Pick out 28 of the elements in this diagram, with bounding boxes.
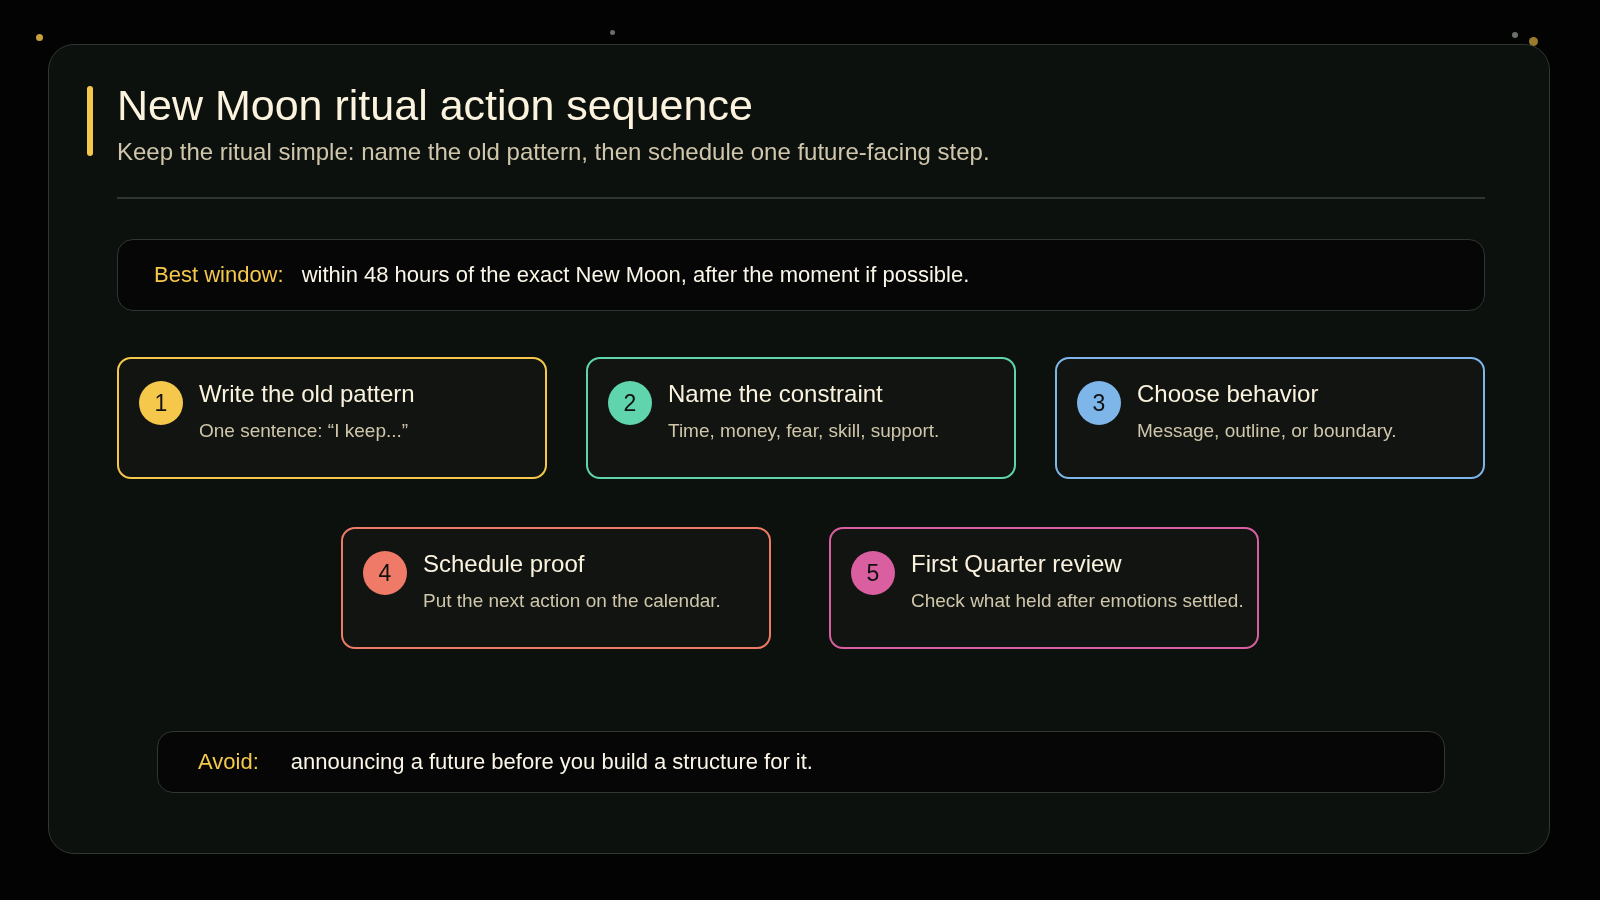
banner-label: Best window: <box>154 261 284 289</box>
step-title: Choose behavior <box>1137 379 1320 409</box>
step-title: First Quarter review <box>911 549 1123 579</box>
step-number: 1 <box>139 381 183 425</box>
step-description: Check what held after emotions settled. <box>911 589 1245 613</box>
banner-label: Avoid: <box>198 748 259 776</box>
step-number: 2 <box>608 381 652 425</box>
info-banner <box>157 731 1445 793</box>
step-number: 5 <box>851 551 895 595</box>
step-card <box>117 357 547 479</box>
step-card <box>829 527 1259 649</box>
slide-subtitle: Keep the ritual simple: name the old pattern, then schedule one future-facing step. <box>117 137 990 167</box>
banner-text: announcing a future before you build a structure for it. <box>290 748 813 776</box>
step-description: Put the next action on the calendar. <box>423 589 722 613</box>
slide-title: New Moon ritual action sequence <box>117 80 753 131</box>
step-description: One sentence: “I keep...” <box>199 419 410 443</box>
step-number: 3 <box>1077 381 1121 425</box>
step-title: Schedule proof <box>423 549 586 579</box>
step-card <box>341 527 771 649</box>
info-banner <box>117 239 1485 311</box>
step-title: Name the constraint <box>668 379 884 409</box>
step-description: Time, money, fear, skill, support. <box>668 419 941 443</box>
step-number: 4 <box>363 551 407 595</box>
step-description: Message, outline, or boundary. <box>1137 419 1398 443</box>
step-title: Write the old pattern <box>199 379 416 409</box>
step-card <box>1055 357 1485 479</box>
step-card <box>586 357 1016 479</box>
banner-text: within 48 hours of the exact New Moon, after the moment if possible. <box>301 261 970 289</box>
